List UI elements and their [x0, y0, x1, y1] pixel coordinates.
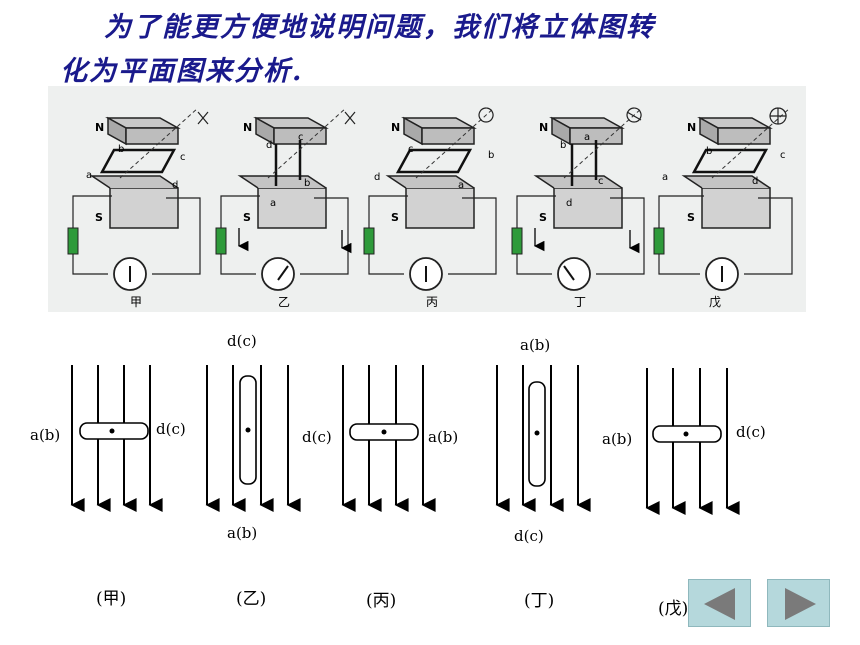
intro-line-2: 化为平面图来分析. [60, 56, 304, 87]
corner-label: a [86, 170, 92, 181]
corner-label: a [584, 132, 590, 143]
corner-label: b [706, 146, 712, 157]
field-diagram-3 [341, 365, 436, 512]
coil-side-label: d(c) [302, 428, 332, 446]
intro-line-1: 为了能更方便地说明问题，我们将立体图转 [104, 12, 655, 43]
south-pole-label: S [391, 211, 399, 224]
diagram-caption: (戊) [658, 599, 688, 619]
corner-label: a [458, 180, 464, 191]
corner-label: c [298, 132, 304, 143]
coil-side-label: d(c) [514, 527, 544, 545]
coil-side-label: d(c) [227, 332, 257, 350]
panel-caption: 乙 [278, 295, 290, 309]
previous-slide-button[interactable] [688, 579, 751, 627]
north-pole-label: N [243, 121, 252, 134]
corner-label: b [560, 140, 566, 151]
diagram-caption: (丁) [524, 591, 554, 611]
diagram-caption: (甲) [96, 589, 126, 609]
diagram-caption: (丙) [366, 591, 396, 611]
next-slide-button[interactable] [767, 579, 830, 627]
corner-label: b [304, 178, 310, 189]
north-pole-label: N [539, 121, 548, 134]
field-diagram-1 [70, 365, 163, 512]
coil-side-label: a(b) [602, 430, 632, 448]
panel-caption: 甲 [130, 295, 142, 309]
panel-caption: 戊 [709, 295, 721, 309]
south-pole-label: S [687, 211, 695, 224]
galvanometer-needles [129, 265, 723, 282]
corner-label: c [780, 150, 786, 161]
panel-caption: 丁 [574, 295, 586, 309]
corner-label: b [118, 144, 124, 155]
panel-caption: 丙 [426, 295, 438, 309]
field-diagram-5 [645, 368, 740, 515]
coil-side-label: a(b) [520, 336, 550, 354]
generator-panel-4: N S 丁 b a c d [511, 107, 645, 309]
corner-label: c [598, 176, 604, 187]
generator-panel-2: N S 乙 d c b a [215, 107, 356, 309]
field-diagram-2 [205, 365, 301, 512]
corner-label: a [662, 172, 668, 183]
coil-side-label: d(c) [736, 423, 766, 441]
north-pole-label: N [95, 121, 104, 134]
field-diagram-4 [495, 365, 591, 512]
corner-label: d [266, 140, 272, 151]
diagram-caption: (乙) [236, 589, 266, 609]
south-pole-label: S [95, 211, 103, 224]
north-pole-label: N [687, 121, 696, 134]
corner-label: c [408, 144, 414, 155]
triangle-left-icon [704, 588, 735, 620]
north-pole-label: N [391, 121, 400, 134]
coil-side-label: a(b) [227, 524, 257, 542]
intro-text: 为了能更方便地说明问题，我们将立体图转 化为平面图来分析. [60, 6, 820, 94]
corner-label: d [374, 172, 380, 183]
coil-side-label: a(b) [428, 428, 458, 446]
corner-label: c [180, 152, 186, 163]
triangle-right-icon [785, 588, 816, 620]
coil-side-label: a(b) [30, 426, 60, 444]
corner-label: d [752, 176, 758, 187]
corner-label: d [172, 180, 178, 191]
south-pole-label: S [243, 211, 251, 224]
corner-label: b [488, 150, 494, 161]
south-pole-label: S [539, 211, 547, 224]
coil-side-label: d(c) [156, 420, 186, 438]
corner-label: a [270, 198, 276, 209]
corner-label: d [566, 198, 572, 209]
